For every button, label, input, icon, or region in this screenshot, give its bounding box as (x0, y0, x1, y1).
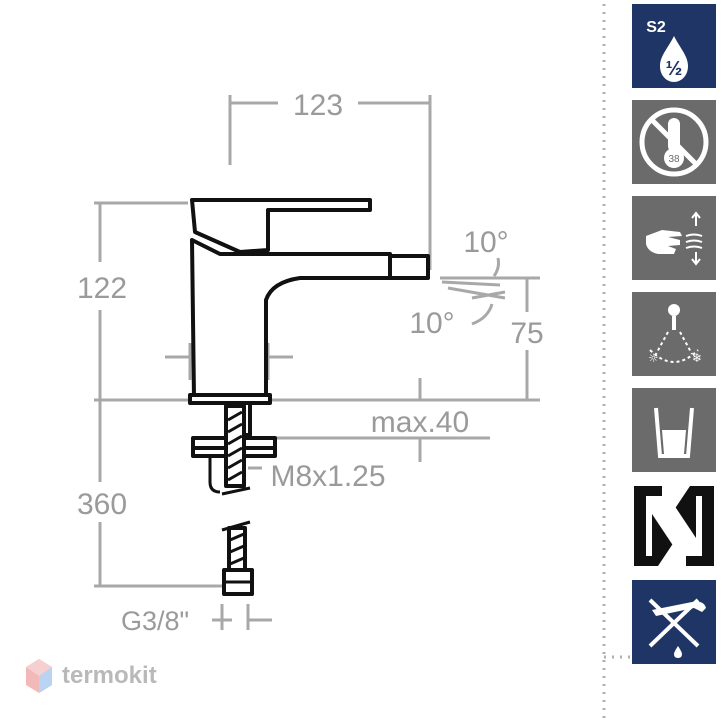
dimension-body-height: 122 (77, 201, 188, 402)
max-40-label: max.40 (371, 406, 469, 439)
no-tools-icon (632, 580, 716, 664)
dimension-spout-height: 75 (510, 278, 544, 400)
temp-38-label: 38 (668, 154, 680, 165)
dimension-top-width: 123 (228, 89, 432, 270)
dimension-spray-angles: 10° 10° (409, 226, 540, 340)
brand-watermark: termokit (24, 654, 157, 698)
technical-drawing: 123 122 47 10° 10° 75 max. (77, 89, 544, 636)
dimension-connection: G3/8" (121, 604, 272, 636)
dimension-360-label: 360 (77, 488, 127, 521)
brand-logo-icon (26, 659, 52, 693)
svg-text:❄: ❄ (692, 351, 702, 365)
dimension-deck-thickness: max.40 (94, 378, 540, 462)
dimension-122-label: 122 (77, 272, 127, 305)
angle-upper-label: 10° (463, 226, 508, 259)
thread-label: M8x1.25 (270, 460, 385, 493)
dimension-thread: M8x1.25 (248, 460, 386, 493)
brand-n-logo-icon (632, 484, 716, 568)
hot-cold-icon: ☼ ❄ (632, 292, 716, 376)
svg-text:☼: ☼ (648, 351, 659, 365)
s2-label: S2 (646, 19, 666, 36)
half-label: ½ (666, 58, 683, 80)
connection-label: G3/8" (121, 606, 189, 636)
hand-sensor-icon (632, 196, 716, 280)
dotted-separator (602, 4, 606, 722)
water-level-icon (632, 388, 716, 472)
bidet-mixer-faucet (188, 198, 430, 596)
dotted-connector (604, 655, 634, 659)
dimension-75-label: 75 (510, 317, 543, 350)
dimension-hose-length: 360 (77, 400, 222, 588)
brand-name: termokit (62, 662, 157, 689)
angle-lower-label: 10° (409, 307, 454, 340)
feature-icons-column: S2 ½ 38 ☼ ❄ (632, 4, 717, 676)
s2-flow-icon: S2 ½ (632, 4, 716, 88)
dimension-123-label: 123 (293, 89, 343, 122)
no-thermometer-icon: 38 (632, 100, 716, 184)
